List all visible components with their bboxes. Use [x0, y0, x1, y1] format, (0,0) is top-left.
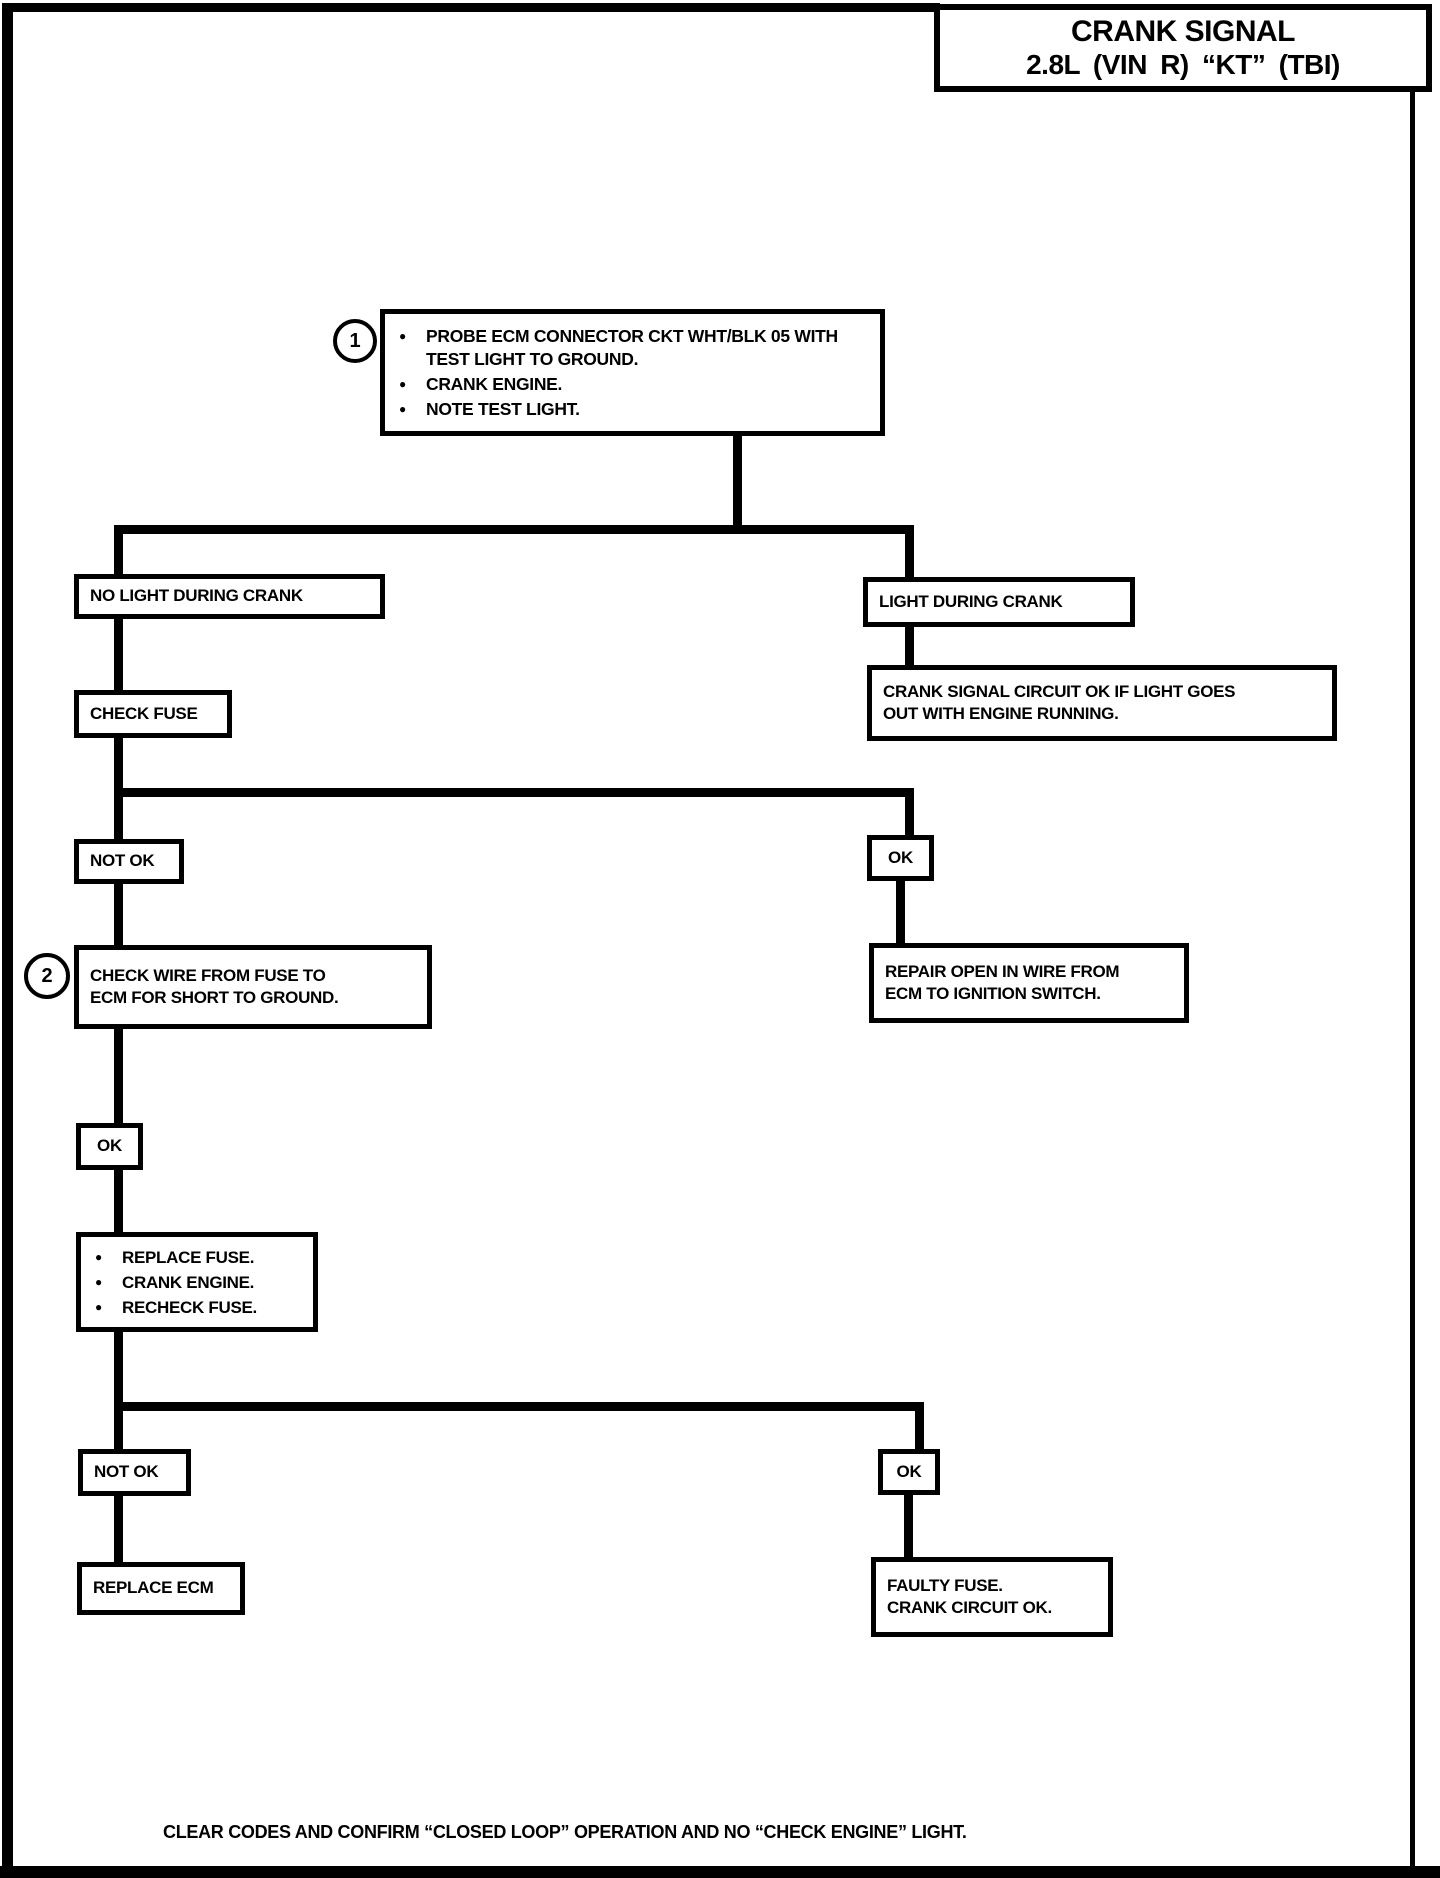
- ok-2-label: OK: [97, 1136, 122, 1156]
- crank-signal-circuit-ok-line2: OUT WITH ENGINE RUNNING.: [883, 704, 1119, 723]
- repair-open-line1: REPAIR OPEN IN WIRE FROM: [885, 961, 1120, 981]
- faulty-fuse-line2: CRANK CIRCUIT OK.: [887, 1598, 1052, 1617]
- step-1-marker: 1: [333, 319, 377, 363]
- faulty-fuse-line1: FAULTY FUSE.: [887, 1575, 1003, 1595]
- step-1-bullet-list: ● PROBE ECM CONNECTOR CKT WHT/BLK 05 WIT…: [399, 323, 856, 423]
- branch1-horizontal: [114, 525, 914, 534]
- branch2-left-drop: [114, 788, 123, 840]
- list-item: ● CRANK ENGINE.: [95, 1271, 257, 1294]
- ok-1-box: OK: [867, 835, 934, 881]
- check-wire-box: CHECK WIRE FROM FUSE TO ECM FOR SHORT TO…: [74, 945, 432, 1029]
- title-box: CRANK SIGNAL 2.8L (VIN R) “KT” (TBI): [934, 4, 1432, 92]
- bullet-text: RECHECK FUSE.: [122, 1297, 257, 1317]
- bullet-icon: ●: [399, 328, 406, 343]
- step-1-marker-number: 1: [349, 329, 361, 352]
- bullet-text: CRANK ENGINE.: [426, 373, 563, 394]
- not-ok-1-label: NOT OK: [90, 851, 155, 871]
- connector-notok1-to-step2: [114, 884, 123, 946]
- no-light-during-crank-label: NO LIGHT DURING CRANK: [90, 586, 303, 606]
- branch3-right-drop: [915, 1402, 924, 1450]
- replace-fuse-bullet-list: ● REPLACE FUSE. ● CRANK ENGINE. ● RECHEC…: [95, 1244, 257, 1321]
- bullet-icon: ●: [95, 1249, 102, 1264]
- title-line-1: CRANK SIGNAL: [1071, 15, 1296, 48]
- bullet-text: PROBE ECM CONNECTOR CKT WHT/BLK 05 WITH …: [426, 325, 838, 369]
- list-item: ● REPLACE FUSE.: [95, 1246, 257, 1269]
- bullet-icon: ●: [399, 376, 406, 391]
- repair-open-box: REPAIR OPEN IN WIRE FROM ECM TO IGNITION…: [869, 943, 1189, 1023]
- crank-signal-circuit-ok-line1: CRANK SIGNAL CIRCUIT OK IF LIGHT GOES: [883, 681, 1236, 701]
- not-ok-2-box: NOT OK: [78, 1449, 191, 1496]
- bullet-text: NOTE TEST LIGHT.: [426, 398, 580, 419]
- bullet-text: REPLACE FUSE.: [122, 1247, 255, 1267]
- bullet-icon: ●: [95, 1299, 102, 1314]
- list-item: ● PROBE ECM CONNECTOR CKT WHT/BLK 05 WIT…: [399, 325, 856, 371]
- faulty-fuse-box: FAULTY FUSE. CRANK CIRCUIT OK.: [871, 1557, 1113, 1637]
- branch3-left-drop: [114, 1402, 123, 1450]
- connector-replacefuse-down: [114, 1332, 123, 1407]
- branch2-right-drop: [905, 788, 914, 836]
- ok-1-label: OK: [888, 847, 913, 867]
- step-1-box: ● PROBE ECM CONNECTOR CKT WHT/BLK 05 WIT…: [380, 309, 885, 436]
- page-border-bottom-bar: [0, 1866, 1440, 1878]
- step-2-marker: 2: [24, 953, 70, 999]
- branch1-right-drop: [905, 525, 914, 581]
- connector-ok2-to-replacefuse: [114, 1170, 123, 1233]
- branch3-horizontal: [114, 1402, 924, 1411]
- connector-nolight-to-checkfuse: [114, 619, 123, 691]
- footer-note: CLEAR CODES AND CONFIRM “CLOSED LOOP” OP…: [163, 1822, 967, 1842]
- bullet-text: CRANK ENGINE.: [122, 1272, 255, 1292]
- connector-step1-down: [733, 434, 742, 530]
- list-item: ● CRANK ENGINE.: [399, 373, 856, 396]
- list-item: ● RECHECK FUSE.: [95, 1296, 257, 1319]
- page-border-left: [2, 3, 13, 1867]
- connector-notok2-to-replaceecm: [114, 1496, 123, 1563]
- check-wire-line1: CHECK WIRE FROM FUSE TO: [90, 965, 326, 985]
- connector-light-to-crankok: [905, 627, 914, 667]
- light-during-crank-box: LIGHT DURING CRANK: [863, 577, 1135, 627]
- no-light-during-crank-box: NO LIGHT DURING CRANK: [74, 574, 385, 619]
- bullet-icon: ●: [399, 401, 406, 416]
- check-fuse-box: CHECK FUSE: [74, 690, 232, 738]
- check-fuse-label: CHECK FUSE: [90, 703, 198, 723]
- step-2-marker-number: 2: [41, 964, 53, 987]
- connector-step2-to-ok2: [114, 1029, 123, 1124]
- page-border-right: [1410, 88, 1415, 1868]
- branch1-left-drop: [114, 525, 123, 578]
- light-during-crank-label: LIGHT DURING CRANK: [879, 591, 1063, 611]
- replace-ecm-box: REPLACE ECM: [77, 1562, 245, 1615]
- branch2-horizontal: [114, 788, 914, 797]
- replace-ecm-label: REPLACE ECM: [93, 1578, 214, 1598]
- crank-signal-circuit-ok-box: CRANK SIGNAL CIRCUIT OK IF LIGHT GOES OU…: [867, 665, 1337, 741]
- title-line-2: 2.8L (VIN R) “KT” (TBI): [1026, 49, 1340, 80]
- connector-ok1-to-repair: [896, 881, 905, 944]
- repair-open-line2: ECM TO IGNITION SWITCH.: [885, 984, 1101, 1003]
- check-wire-line2: ECM FOR SHORT TO GROUND.: [90, 988, 339, 1007]
- not-ok-2-label: NOT OK: [94, 1462, 159, 1482]
- ok-2-box: OK: [76, 1123, 143, 1170]
- connector-ok3-to-faultyfuse: [904, 1495, 913, 1558]
- ok-3-box: OK: [878, 1449, 940, 1495]
- not-ok-1-box: NOT OK: [74, 839, 184, 884]
- bullet-icon: ●: [95, 1274, 102, 1289]
- connector-checkfuse-down: [114, 738, 123, 793]
- ok-3-label: OK: [896, 1461, 922, 1481]
- list-item: ● NOTE TEST LIGHT.: [399, 398, 856, 421]
- replace-fuse-box: ● REPLACE FUSE. ● CRANK ENGINE. ● RECHEC…: [76, 1232, 318, 1332]
- page-border-top: [2, 3, 940, 12]
